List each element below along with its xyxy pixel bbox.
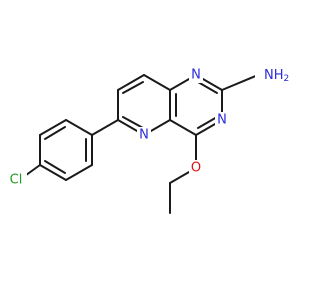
molecule-diagram: N N N NH2 O Cl bbox=[5, 66, 290, 214]
bond-c2p-c3p bbox=[65, 164, 93, 181]
atom-n1-label: N bbox=[191, 68, 201, 83]
atom-cl-label: Cl bbox=[10, 173, 23, 188]
atom-n5: N bbox=[137, 127, 151, 143]
bond-c6-n5-double bbox=[122, 116, 144, 129]
bond-c5p-c6p-double bbox=[44, 126, 66, 140]
bond-c4-c4a bbox=[169, 119, 197, 136]
bond-n1-c2-double bbox=[197, 81, 218, 94]
atom-nh2-main: NH bbox=[264, 68, 284, 83]
atom-cl: Cl bbox=[5, 172, 27, 188]
atom-n3: N bbox=[215, 112, 229, 128]
atom-nh2-label: NH2 bbox=[264, 68, 289, 85]
atom-nh2: NH2 bbox=[255, 66, 289, 84]
bond-c3p-c4p-double bbox=[44, 160, 66, 174]
atom-n5-label: N bbox=[139, 128, 149, 143]
bond-c6-c1p bbox=[91, 119, 119, 136]
bond-c2-nh2 bbox=[221, 74, 259, 91]
atom-n1: N bbox=[189, 67, 203, 83]
atom-nh2-subscript: 2 bbox=[284, 74, 290, 84]
bond-c8-c7 bbox=[117, 74, 145, 91]
bond-c8-c7-double bbox=[122, 81, 144, 94]
atom-labels: N N N NH2 O Cl bbox=[5, 66, 289, 188]
bond-n3-c4-double bbox=[197, 116, 218, 129]
atom-n3-label: N bbox=[217, 113, 227, 128]
bond-c8a-c8 bbox=[143, 74, 171, 91]
bond-c6p-c1p bbox=[65, 119, 93, 136]
atom-o: O bbox=[189, 160, 203, 176]
bond-c3p-c4p bbox=[39, 164, 67, 181]
bond-layer bbox=[21, 74, 259, 214]
atom-o-label: O bbox=[191, 161, 201, 176]
bond-c5p-c6p bbox=[39, 119, 67, 136]
